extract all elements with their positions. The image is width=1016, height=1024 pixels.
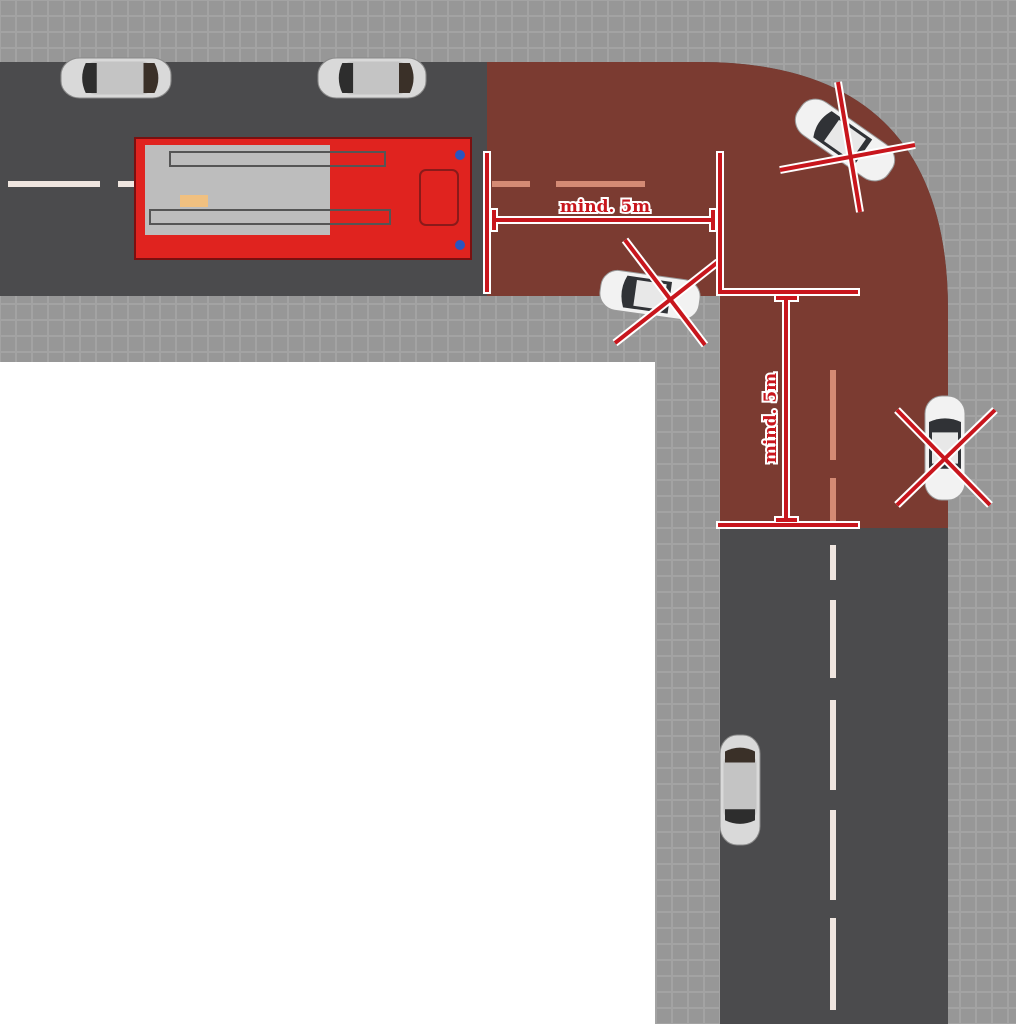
parked-car (60, 57, 172, 99)
illegal-car-right (894, 395, 998, 508)
cross-mark (895, 408, 997, 507)
illegal-car-corner (779, 81, 916, 213)
vertical-distance-label: mind. 5m (761, 373, 781, 463)
cross-mark (613, 238, 720, 347)
illegal-car-center (597, 237, 721, 348)
dimension-lines (483, 151, 860, 529)
parked-car (317, 57, 427, 99)
fire-truck (134, 137, 472, 260)
driving-car (719, 734, 761, 846)
horizontal-distance-label: mind. 5m (560, 197, 650, 217)
cross-mark (779, 81, 916, 213)
